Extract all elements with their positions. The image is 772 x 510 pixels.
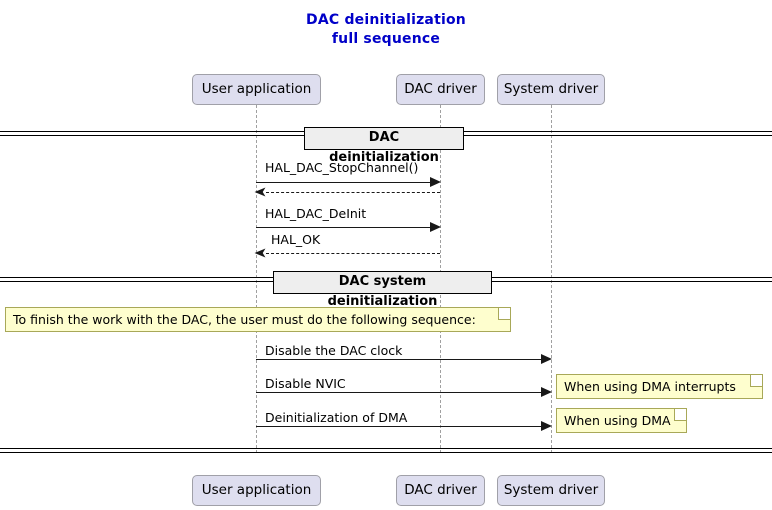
arrow-head-right-icon bbox=[541, 387, 552, 397]
divider-line-bottom bbox=[0, 448, 772, 453]
note-dma-interrupts: When using DMA interrupts bbox=[556, 374, 763, 399]
lifeline-user-application bbox=[256, 105, 257, 453]
message-line-hal-dac-deinit bbox=[256, 227, 432, 228]
message-label-disable-nvic: Disable NVIC bbox=[265, 376, 346, 391]
message-label-deinitialization-of-dma: Deinitialization of DMA bbox=[265, 410, 407, 425]
arrow-head-thin-left-icon bbox=[254, 248, 266, 258]
participant-label: System driver bbox=[503, 81, 599, 97]
message-label-disable-dac-clock: Disable the DAC clock bbox=[265, 343, 402, 358]
page-title-line-2: full sequence bbox=[331, 31, 441, 47]
message-text: HAL_DAC_DeInit bbox=[265, 206, 367, 221]
divider-label-dac-deinitialization: DAC deinitialization bbox=[304, 127, 464, 165]
note-text: To finish the work with the DAC, the use… bbox=[13, 312, 476, 327]
note-text: When using DMA bbox=[564, 413, 671, 428]
note-text: When using DMA interrupts bbox=[564, 379, 736, 394]
arrow-head-thin-left-icon bbox=[254, 187, 266, 197]
arrow-head-right-icon bbox=[430, 222, 441, 232]
message-text: Disable NVIC bbox=[265, 376, 346, 391]
message-line-hal-ok-return bbox=[266, 253, 440, 254]
participant-label: DAC driver bbox=[404, 81, 477, 97]
message-label-hal-ok: HAL_OK bbox=[271, 232, 320, 247]
participant-system-driver-top[interactable]: System driver bbox=[497, 74, 605, 105]
participant-label: DAC driver bbox=[404, 482, 477, 498]
message-text: HAL_DAC_StopChannel() bbox=[265, 160, 419, 175]
participant-label: User application bbox=[201, 482, 312, 498]
message-line-stopchannel-return bbox=[266, 192, 440, 193]
participant-label: System driver bbox=[503, 482, 599, 498]
divider-text: DAC system deinitialization bbox=[327, 274, 438, 309]
message-line-disable-dac-clock bbox=[256, 359, 543, 360]
participant-user-application-bottom[interactable]: User application bbox=[192, 475, 321, 506]
note-finish-work: To finish the work with the DAC, the use… bbox=[5, 307, 511, 332]
participant-dac-driver-top[interactable]: DAC driver bbox=[396, 74, 485, 105]
arrow-head-right-icon bbox=[541, 354, 552, 364]
note-fold-corner-icon bbox=[498, 308, 510, 320]
arrow-head-right-icon bbox=[541, 421, 552, 431]
message-line-hal-dac-stopchannel bbox=[256, 182, 432, 183]
message-label-hal-dac-stopchannel: HAL_DAC_StopChannel() bbox=[265, 160, 418, 175]
message-line-deinitialization-of-dma bbox=[256, 426, 543, 427]
note-fold-corner-icon bbox=[750, 375, 762, 387]
message-line-disable-nvic bbox=[256, 392, 543, 393]
note-using-dma: When using DMA bbox=[556, 408, 687, 433]
participant-system-driver-bottom[interactable]: System driver bbox=[497, 475, 605, 506]
participant-dac-driver-bottom[interactable]: DAC driver bbox=[396, 475, 485, 506]
note-fold-corner-icon bbox=[674, 409, 686, 421]
participant-label: User application bbox=[201, 81, 312, 97]
message-text: Disable the DAC clock bbox=[265, 343, 403, 358]
page-title: DAC deinitialization full sequence bbox=[0, 11, 772, 49]
lifeline-system-driver bbox=[551, 105, 552, 453]
message-text: Deinitialization of DMA bbox=[265, 410, 408, 425]
divider-text: DAC deinitialization bbox=[329, 130, 439, 165]
page-title-line-1: DAC deinitialization bbox=[306, 12, 466, 28]
divider-label-dac-system-deinitialization: DAC system deinitialization bbox=[273, 271, 492, 309]
participant-user-application-top[interactable]: User application bbox=[192, 74, 321, 105]
message-text: HAL_OK bbox=[271, 232, 321, 247]
arrow-head-right-icon bbox=[430, 177, 441, 187]
message-label-hal-dac-deinit: HAL_DAC_DeInit bbox=[265, 206, 366, 221]
